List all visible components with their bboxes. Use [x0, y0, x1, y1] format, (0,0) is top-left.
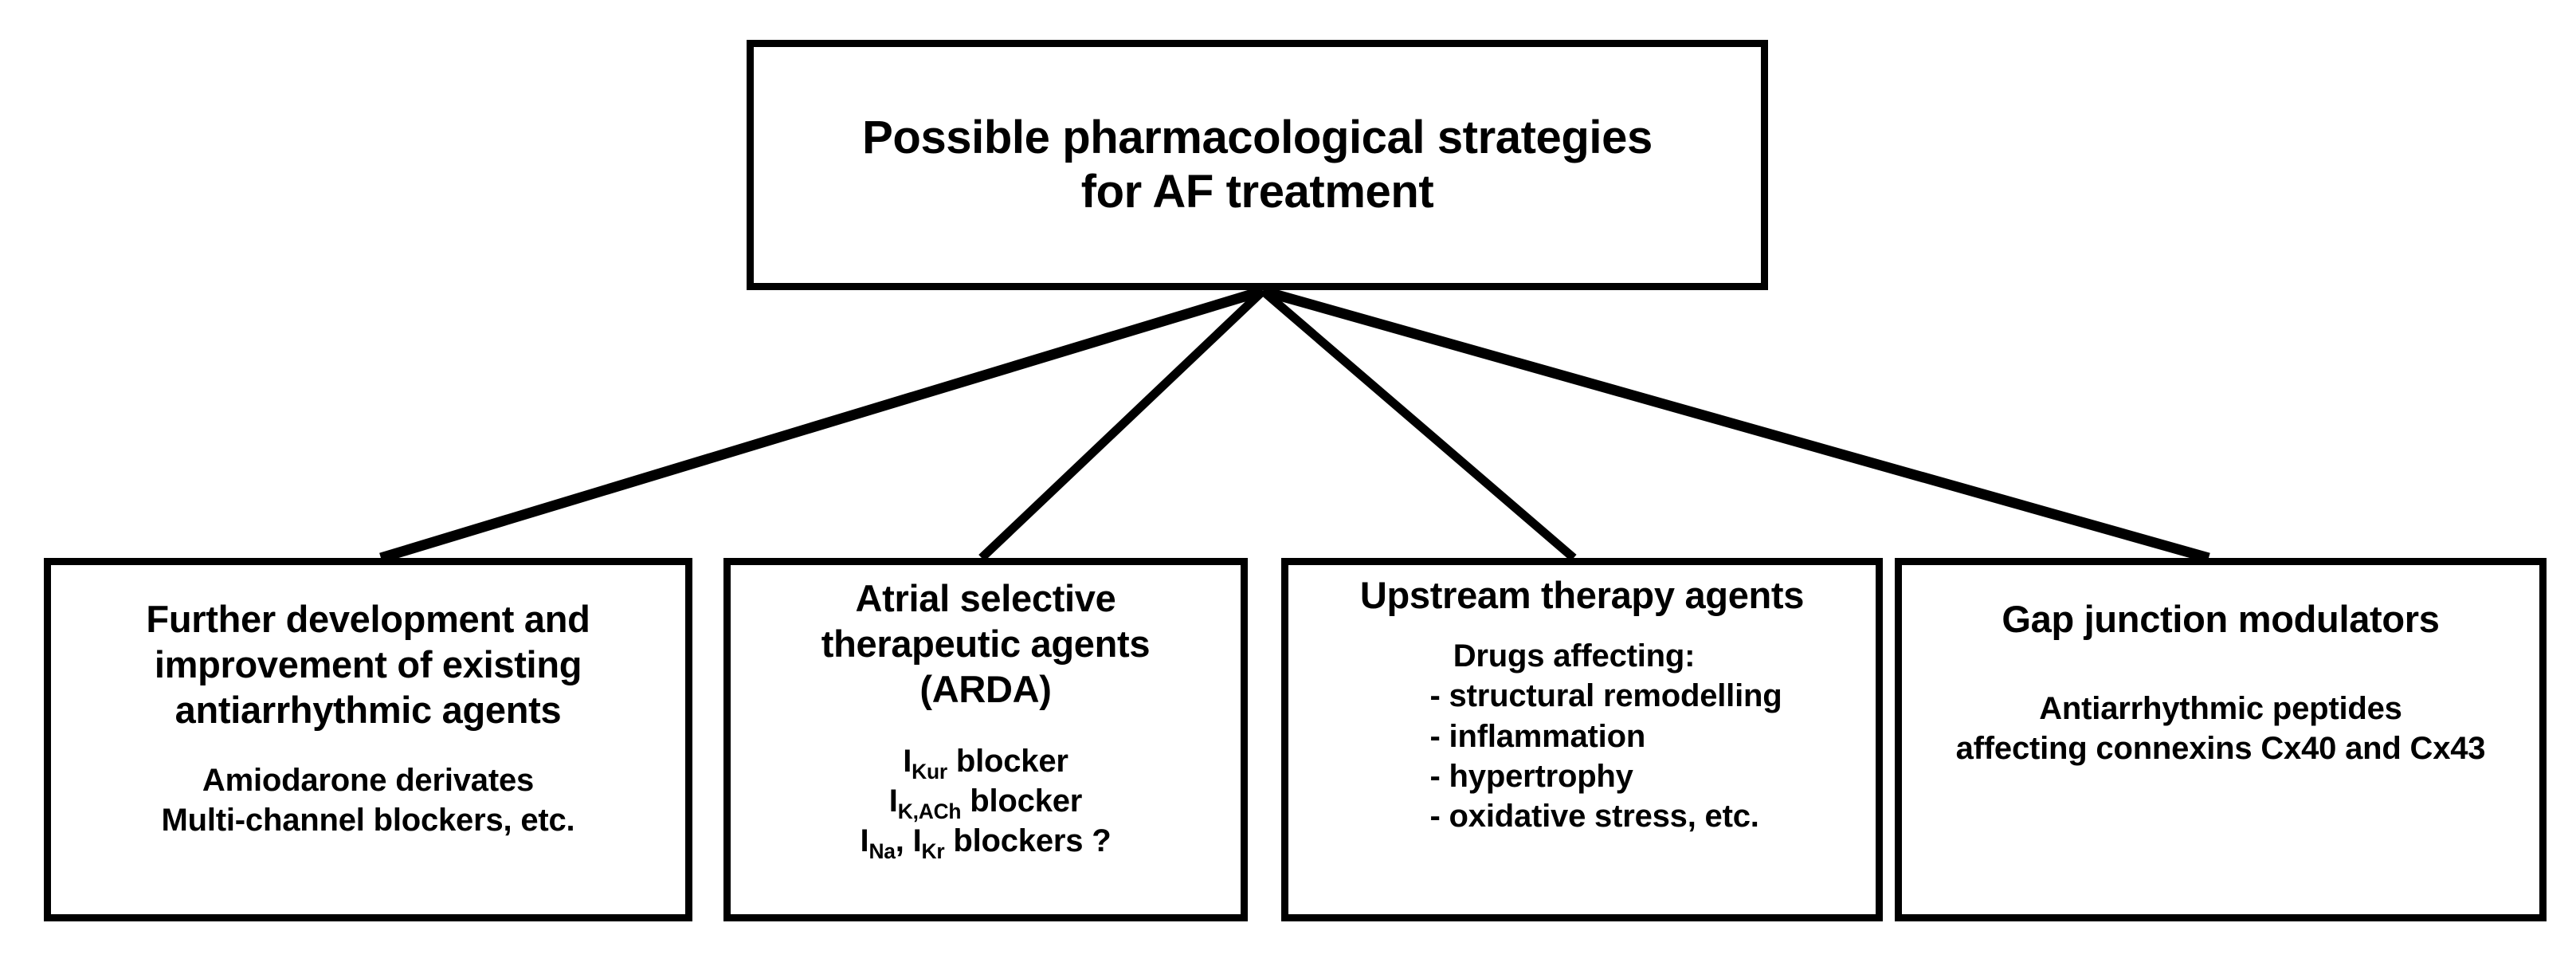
node-body-atrial-selective-agents: IKur blocker IK,ACh blocker INa, IKr blo… [854, 741, 1118, 862]
node-heading-gap-junction-modulators: Gap junction modulators [1994, 597, 2447, 642]
heading-line: improvement of existing [154, 642, 582, 685]
body-line-ikur: IKur blocker [861, 741, 1112, 784]
node-box-gap-junction-modulators[interactable]: Gap junction modulators Antiarrhythmic p… [1895, 558, 2547, 921]
heading-line: Further development and [146, 598, 590, 640]
body-line: affecting connexins Cx40 and Cx43 [1955, 731, 2486, 767]
heading-line: (ARDA) [919, 667, 1052, 710]
node-heading-atrial-selective-agents: Atrial selective therapeutic agents (ARD… [814, 576, 1158, 713]
body-bullet-structural-remodelling: - structural remodelling [1429, 678, 1782, 714]
connector-line-3 [1260, 287, 1577, 562]
root-node-box[interactable]: Possible pharmacological strategies for … [747, 40, 1768, 290]
heading-line: Upstream therapy agents [1359, 574, 1805, 616]
body-line-intro: Drugs affecting: [1453, 638, 1696, 674]
body-line: Amiodarone derivates [202, 762, 535, 798]
current-subscript-2: Kr [921, 839, 945, 864]
root-node-title-line-1: Possible pharmacological strategies [862, 112, 1653, 164]
root-node-title: Possible pharmacological strategies for … [843, 111, 1672, 219]
current-symbol: I [860, 823, 869, 859]
node-box-atrial-selective-agents[interactable]: Atrial selective therapeutic agents (ARD… [723, 558, 1248, 921]
node-body-gap-junction-modulators: Antiarrhythmic peptides affecting connex… [1950, 689, 2492, 769]
current-symbol: I [903, 743, 912, 779]
current-subscript: K,ACh [897, 799, 962, 823]
node-heading-upstream-therapy-agents: Upstream therapy agents [1352, 573, 1812, 619]
node-body-further-development: Amiodarone derivates Multi-channel block… [155, 760, 582, 841]
root-node-title-line-2: for AF treatment [1080, 166, 1434, 218]
connector-line-4 [1261, 285, 2210, 564]
node-heading-further-development: Further development and improvement of e… [138, 597, 598, 733]
current-subscript: Na [868, 839, 896, 864]
body-bullet-hypertrophy: - hypertrophy [1429, 759, 1633, 795]
body-line-ina-ikr: INa, IKr blockers ? [860, 821, 1112, 864]
body-line: Multi-channel blockers, etc. [161, 802, 575, 838]
current-label: blocker [947, 743, 1068, 779]
heading-line: therapeutic agents [821, 622, 1151, 665]
body-bullet-oxidative-stress: - oxidative stress, etc. [1429, 799, 1759, 835]
body-line-ikach: IK,ACh blocker [861, 781, 1112, 823]
current-label: blocker [961, 783, 1083, 819]
node-body-upstream-therapy-agents: Drugs affecting: - structural remodellin… [1376, 636, 1789, 837]
heading-line: Gap junction modulators [2002, 598, 2440, 640]
current-label: blockers ? [944, 823, 1112, 859]
node-box-upstream-therapy-agents[interactable]: Upstream therapy agents Drugs affecting:… [1281, 558, 1883, 921]
body-line: Antiarrhythmic peptides [2039, 690, 2402, 726]
node-box-further-development[interactable]: Further development and improvement of e… [44, 558, 692, 921]
current-subscript: Kur [912, 759, 947, 784]
body-bullet-inflammation: - inflammation [1429, 718, 1646, 754]
heading-line: Atrial selective [855, 577, 1116, 619]
current-symbol-2: , I [895, 823, 922, 859]
current-symbol: I [888, 783, 898, 819]
connector-line-1 [379, 285, 1264, 564]
heading-line: antiarrhythmic agents [174, 688, 562, 731]
connector-line-2 [978, 288, 1266, 561]
